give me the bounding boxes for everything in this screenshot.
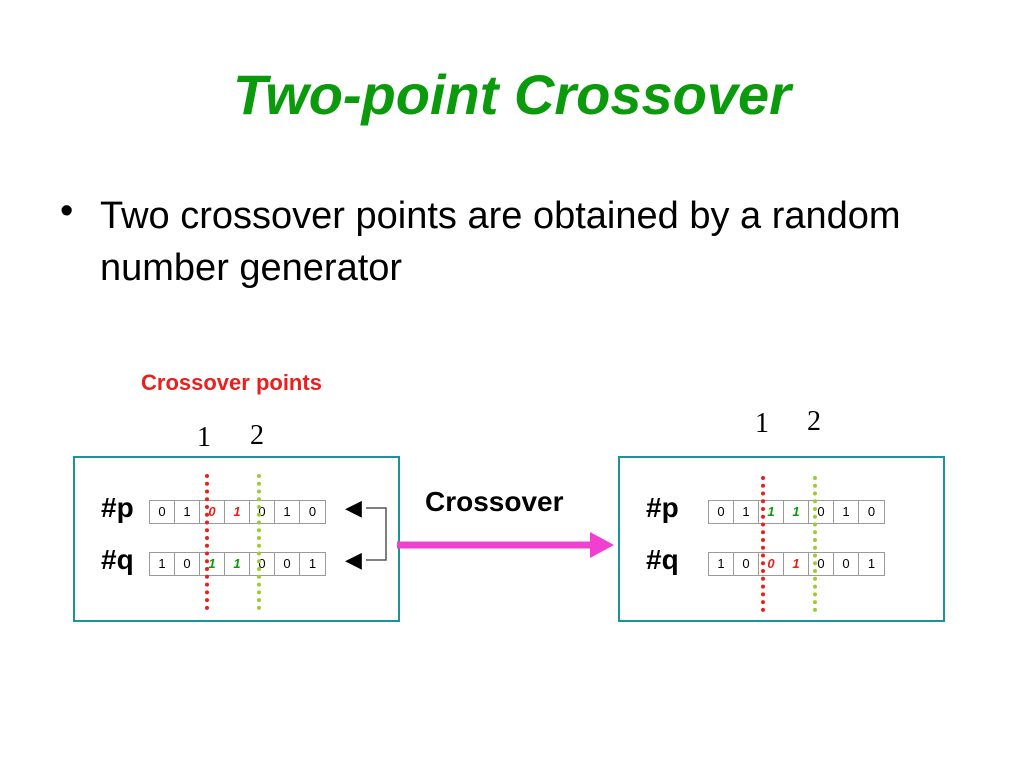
bit-cell: 1 (867, 556, 876, 571)
point-label-2-before: 2 (250, 420, 264, 451)
bit-cell: 0 (734, 553, 759, 575)
point-label-1-after: 1 (755, 408, 769, 439)
bullet-icon: • (60, 190, 74, 232)
crossover-action-label: Crossover (425, 486, 564, 517)
crossover-point-2-line (813, 476, 817, 612)
bit-cell: 0 (275, 553, 300, 575)
bit-cell: 0 (834, 553, 859, 575)
bit-cell: 1 (175, 501, 200, 523)
crossover-points-label: Crossover points (141, 370, 322, 395)
crossover-point-1-line (761, 476, 765, 612)
point-label-1-before: 1 (197, 422, 211, 453)
pairing-bracket (366, 507, 387, 561)
parent-p-label: #p (101, 492, 134, 523)
bit-cell: 0 (175, 553, 200, 575)
parent-p-bits: 0 1 0 1 0 1 0 (149, 500, 326, 524)
bit-cell: 0 (809, 501, 834, 523)
point-label-2-after: 2 (807, 406, 821, 437)
bit-cell-swapped: 1 (784, 501, 809, 523)
offspring-panel: #p #q 0 1 1 1 0 1 0 1 0 0 1 0 0 1 (618, 456, 945, 622)
bit-cell: 0 (250, 553, 275, 575)
bit-cell-swapped: 1 (759, 501, 784, 523)
bit-cell-swapped: 1 (784, 553, 809, 575)
parent-q-label: #q (101, 544, 134, 575)
bit-cell: 0 (250, 501, 275, 523)
parent-q-bits: 1 0 1 1 0 0 1 (149, 552, 326, 576)
bit-cell: 1 (308, 556, 317, 571)
offspring-q-bits: 1 0 0 1 0 0 1 (708, 552, 885, 576)
left-triangle-arrow-icon: ◀ (345, 548, 362, 573)
bit-cell: 1 (275, 501, 300, 523)
bit-cell: 1 (150, 553, 175, 575)
offspring-p-bits: 0 1 1 1 0 1 0 (708, 500, 885, 524)
bit-cell: 1 (734, 501, 759, 523)
bit-cell: 0 (709, 501, 734, 523)
parents-panel: #p #q 0 1 0 1 0 1 0 1 0 1 1 0 0 1 ◀ ◀ (73, 456, 400, 622)
bit-cell: 0 (150, 501, 175, 523)
bit-cell-swapped: 1 (225, 553, 250, 575)
bit-cell-swapped: 0 (759, 553, 784, 575)
bit-cell: 1 (709, 553, 734, 575)
crossover-point-2-line (257, 474, 261, 610)
slide-title: Two-point Crossover (233, 63, 791, 126)
offspring-p-label: #p (646, 492, 679, 523)
bit-cell: 0 (809, 553, 834, 575)
crossover-point-1-line (205, 474, 209, 610)
bit-cell-swapped: 1 (225, 501, 250, 523)
bit-cell-swapped: 1 (200, 553, 225, 575)
offspring-q-label: #q (646, 544, 679, 575)
bit-cell: 0 (867, 504, 876, 519)
crossover-arrow-icon (590, 532, 614, 558)
left-triangle-arrow-icon: ◀ (345, 496, 362, 521)
bit-cell: 1 (834, 501, 859, 523)
bit-cell-swapped: 0 (200, 501, 225, 523)
bullet-text: Two crossover points are obtained by a r… (100, 195, 901, 289)
bit-cell: 0 (308, 504, 317, 519)
